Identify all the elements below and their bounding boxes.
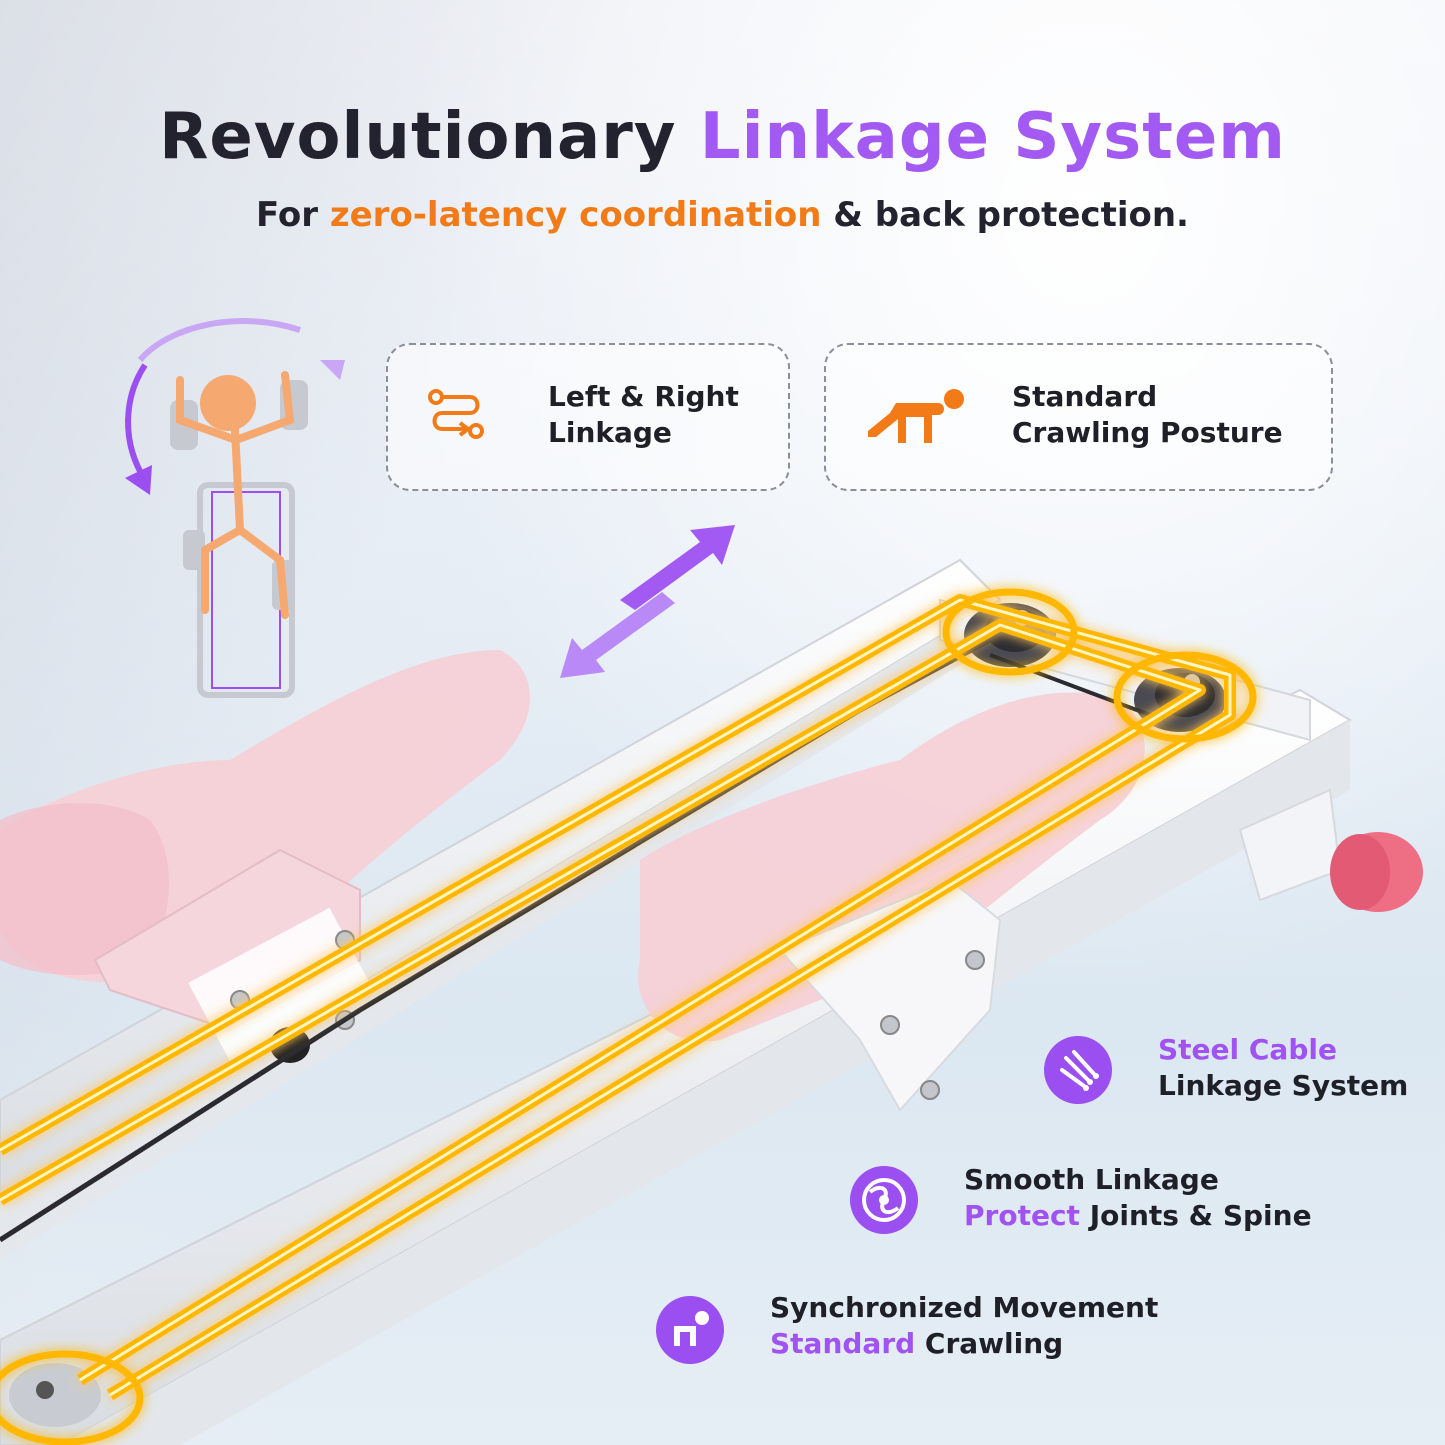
feature-3-line-2-rest: Crawling <box>924 1327 1064 1360</box>
crawling-figure-icon <box>656 1296 724 1364</box>
feature-1-line-1: Steel Cable <box>1158 1033 1337 1066</box>
card-1-line-1: Left & Right <box>548 380 739 413</box>
smooth-linkage-icon <box>850 1166 918 1234</box>
subheadline-part2: zero-latency coordination <box>329 195 822 235</box>
card-standard-crawling-posture: Standard Crawling Posture <box>824 343 1333 491</box>
feature-3-line-1: Synchronized Movement <box>770 1291 1159 1324</box>
feature-3-line-2-highlight: Standard <box>770 1327 916 1360</box>
linkage-path-icon <box>428 389 484 439</box>
pulley-bottom-left <box>9 1363 101 1427</box>
headline-part1: Revolutionary <box>159 100 677 174</box>
feature-2-line-2-rest: Joints & Spine <box>1089 1199 1312 1232</box>
subheadline-part1: For <box>256 195 318 235</box>
feature-steel-cable: Steel Cable Linkage System <box>1158 1032 1408 1104</box>
cable-loop-highlight <box>0 588 1257 1445</box>
subheadline-part3: & back protection. <box>833 195 1189 235</box>
subheadline: For zero-latency coordination & back pro… <box>0 195 1445 235</box>
card-1-line-2: Linkage <box>548 416 672 449</box>
feature-synchronized-movement: Synchronized Movement Standard Crawling <box>770 1290 1158 1362</box>
steel-cable-icon <box>1044 1036 1112 1104</box>
headline-part2: Linkage System <box>699 100 1286 174</box>
feature-2-line-2-highlight: Protect <box>964 1199 1080 1232</box>
feature-smooth-linkage: Smooth Linkage Protect Joints & Spine <box>964 1162 1312 1234</box>
card-left-right-linkage: Left & Right Linkage <box>386 343 790 491</box>
linkage-direction-arrows <box>560 525 735 678</box>
posture-diagram <box>125 318 345 698</box>
feature-1-line-2: Linkage System <box>1158 1069 1409 1102</box>
feature-2-line-1: Smooth Linkage <box>964 1163 1219 1196</box>
headline: Revolutionary Linkage System <box>0 100 1445 174</box>
card-2-line-1: Standard <box>1012 380 1158 413</box>
crawling-person-icon <box>868 389 964 443</box>
card-2-line-2: Crawling Posture <box>1012 416 1283 449</box>
